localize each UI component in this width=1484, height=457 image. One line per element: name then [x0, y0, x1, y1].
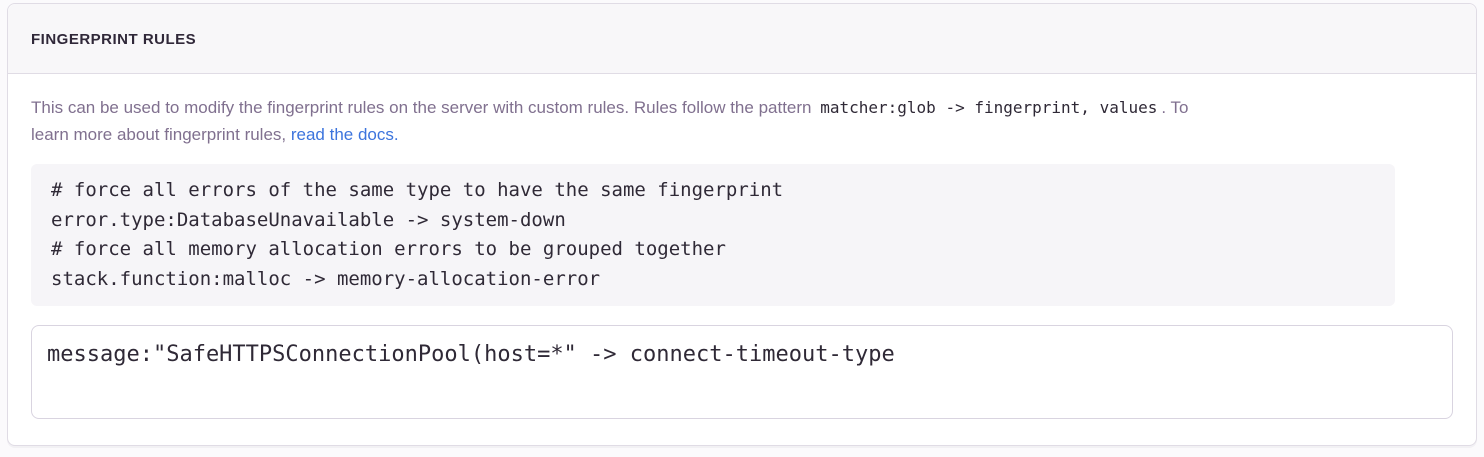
read-the-docs-link[interactable]: read the docs.: [290, 125, 399, 144]
description-text-before: This can be used to modify the fingerpri…: [31, 98, 817, 117]
fingerprint-rules-input[interactable]: message:"SafeHTTPSConnectionPool(host=*"…: [31, 325, 1453, 419]
example-code-block: # force all errors of the same type to h…: [31, 164, 1395, 306]
description-text-after: . To learn more about fingerprint rules,: [31, 98, 1189, 144]
panel-header: FINGERPRINT RULES: [8, 4, 1476, 74]
panel-title: FINGERPRINT RULES: [31, 31, 197, 48]
pattern-inline-code: matcher:glob -> fingerprint, values: [820, 98, 1158, 117]
fingerprint-rules-panel: FINGERPRINT RULES This can be used to mo…: [7, 3, 1477, 446]
panel-body: This can be used to modify the fingerpri…: [8, 74, 1476, 445]
field-description: This can be used to modify the fingerpri…: [31, 94, 1453, 148]
